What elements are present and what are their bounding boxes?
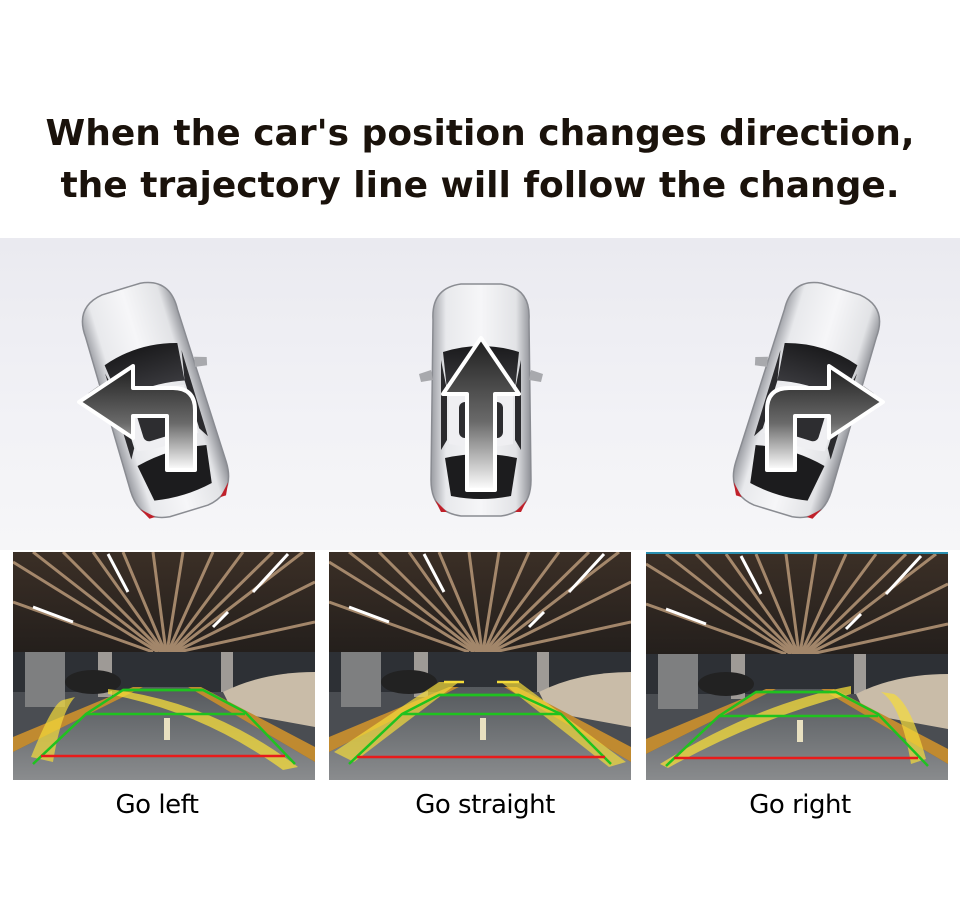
headline-line-1: When the car's position changes directio… bbox=[45, 113, 915, 154]
caption-go-left: Go left bbox=[115, 790, 199, 820]
car-going-straight bbox=[396, 275, 566, 525]
camera-view-go-straight bbox=[329, 552, 631, 780]
turn-right-arrow-icon bbox=[765, 364, 885, 472]
camera-view-go-right bbox=[646, 552, 948, 780]
caption-go-straight: Go straight bbox=[415, 790, 555, 820]
caption-go-right: Go right bbox=[749, 790, 851, 820]
camera-view-go-left bbox=[13, 552, 315, 780]
turn-left-arrow-icon bbox=[77, 364, 197, 472]
headline: When the car's position changes directio… bbox=[0, 108, 960, 212]
headline-line-2: the trajectory line will follow the chan… bbox=[60, 165, 900, 206]
straight-arrow-icon bbox=[441, 336, 521, 492]
car-turning-right bbox=[713, 270, 901, 530]
car-turning-left bbox=[61, 270, 249, 530]
